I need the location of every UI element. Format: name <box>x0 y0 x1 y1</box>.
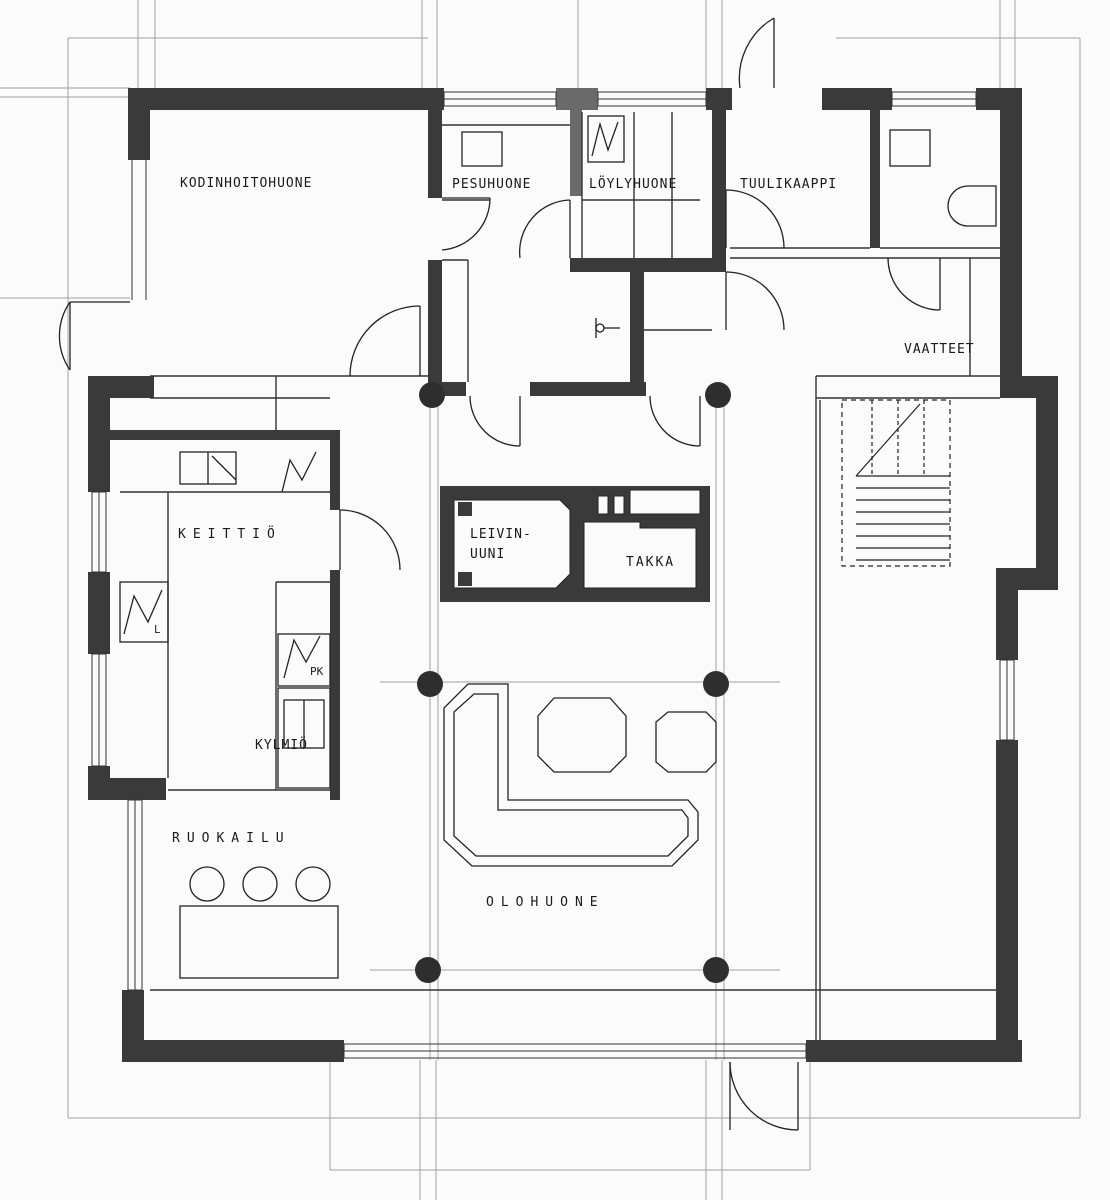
construction-lines <box>0 0 1081 1200</box>
label-pesuhuone: PESUHUONE <box>452 177 532 192</box>
label-takka: TAKKA <box>626 555 676 570</box>
label-loylyhuone: LÖYLYHUONE <box>589 177 678 192</box>
columns <box>415 382 731 983</box>
label-leivinuuni-line2: UUNI <box>470 547 506 562</box>
stair <box>841 399 951 567</box>
label-kodinhoitohuone: KODINHOITOHUONE <box>180 176 313 191</box>
label-pk: PK <box>310 665 324 678</box>
label-l: L <box>154 623 161 636</box>
fireplace <box>440 486 710 602</box>
doors <box>58 17 941 1131</box>
label-vaatteet: VAATTEET <box>904 342 975 357</box>
label-leivinuuni-line1: LEIVIN- <box>470 527 532 542</box>
label-ruokailu: RUOKAILU <box>172 831 291 846</box>
windows <box>91 91 1015 1059</box>
label-olohuone: OLOHUONE <box>486 895 605 910</box>
label-kylmio: KYLMIÖ <box>255 738 308 753</box>
interior-walls <box>110 108 880 800</box>
label-tuulikaappi: TUULIKAAPPI <box>740 177 838 192</box>
label-keittio: KEITTIÖ <box>178 527 282 542</box>
fixtures <box>119 115 997 979</box>
outer-walls <box>88 88 1058 1062</box>
thin-lines <box>120 112 1000 1040</box>
